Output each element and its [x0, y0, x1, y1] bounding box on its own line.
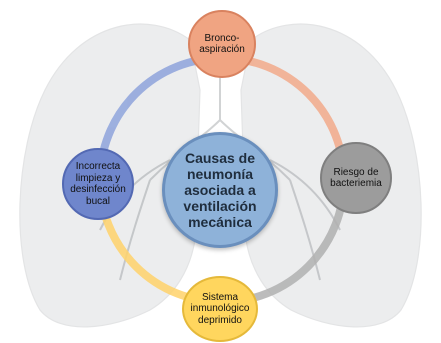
node-sistema-inmunologico: Sistema inmunológico deprimido: [182, 276, 258, 342]
node-riesgo-bacteriemia: Riesgo de bacteriemia: [320, 142, 392, 214]
center-label: Causas de neumonía asociada a ventilació…: [183, 149, 257, 231]
node-label-bottom: Sistema inmunológico deprimido: [190, 291, 250, 326]
center-node: Causas de neumonía asociada a ventilació…: [162, 132, 278, 248]
node-label-top: Bronco-aspiración: [199, 32, 245, 56]
node-bronco-aspiracion: Bronco-aspiración: [188, 10, 256, 78]
node-label-left: Incorrecta limpieza y desinfección bucal: [70, 161, 126, 207]
node-label-right: Riesgo de bacteriemia: [330, 166, 382, 190]
node-limpieza-bucal: Incorrecta limpieza y desinfección bucal: [62, 148, 134, 220]
